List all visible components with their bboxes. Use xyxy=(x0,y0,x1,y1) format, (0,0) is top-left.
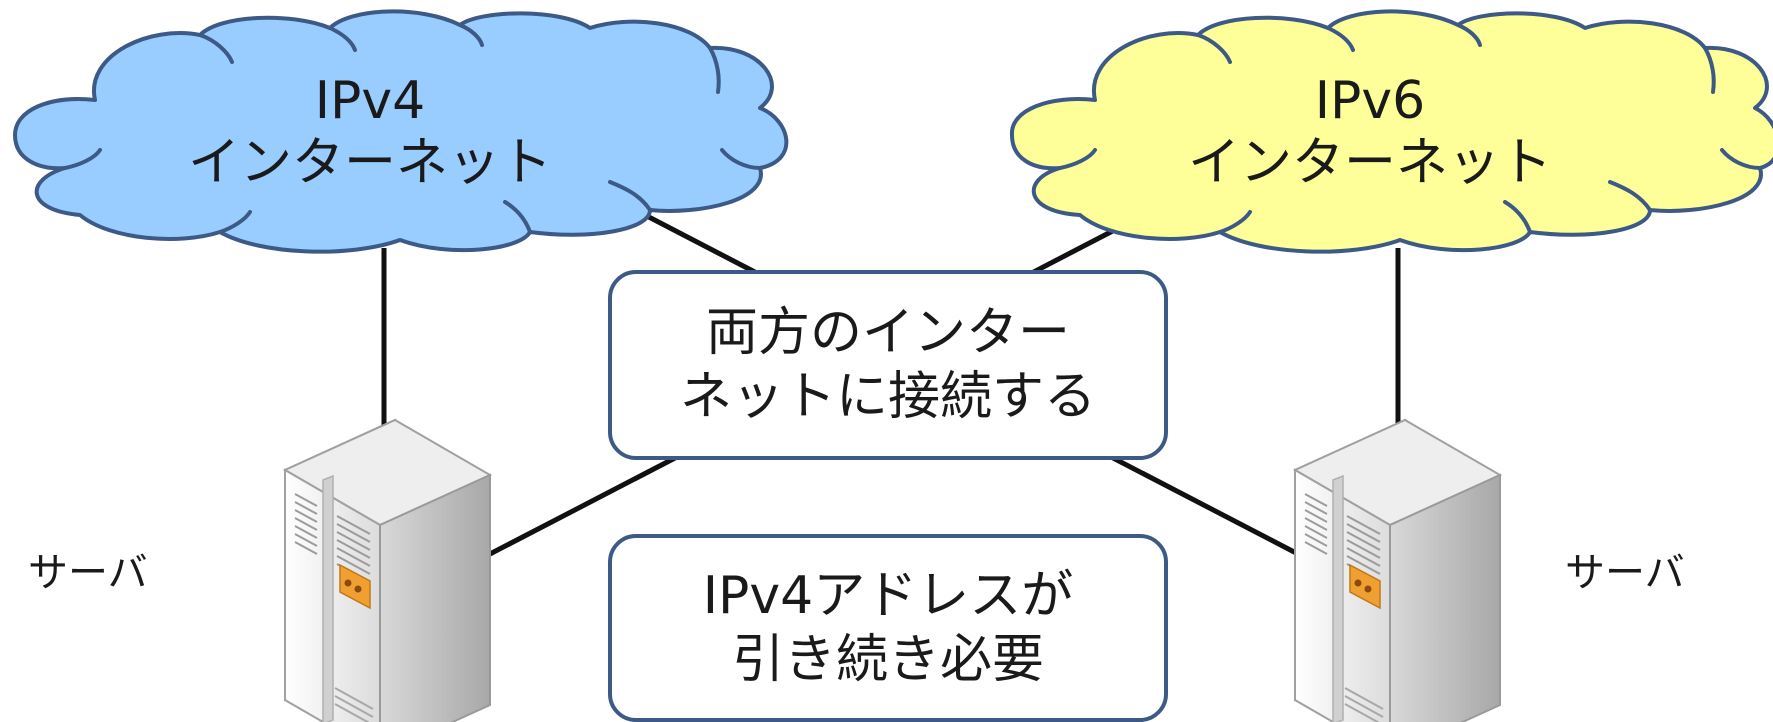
ipv6-cloud-subtitle: インターネット xyxy=(1187,133,1552,193)
ipv4-cloud-label: IPv4 インターネット xyxy=(180,70,560,194)
ipv6-cloud-title: IPv6 xyxy=(1314,71,1426,131)
ipv4-cloud-icon xyxy=(13,9,789,254)
left-server-label: サーバ xyxy=(28,550,148,596)
right-server-label: サーバ xyxy=(1565,550,1685,596)
connect-both-callout: 両方のインター ネットに接続する xyxy=(608,270,1168,460)
ipv4-cloud-subtitle: インターネット xyxy=(187,133,552,193)
ipv4-needed-callout: IPv4アドレスが 引き続き必要 xyxy=(608,534,1168,722)
left-server-icon xyxy=(284,419,491,722)
ipv4-needed-line2: 引き続き必要 xyxy=(731,630,1044,690)
ipv6-cloud-icon xyxy=(1009,9,1773,254)
connect-both-line2: ネットに接続する xyxy=(679,367,1096,427)
connect-both-line1: 両方のインター xyxy=(705,303,1070,363)
ipv4-needed-line1: IPv4アドレスが xyxy=(702,566,1074,626)
right-server-icon xyxy=(1294,419,1501,722)
ipv6-cloud-label: IPv6 インターネット xyxy=(1180,70,1560,194)
ipv4-cloud-title: IPv4 xyxy=(314,71,426,131)
